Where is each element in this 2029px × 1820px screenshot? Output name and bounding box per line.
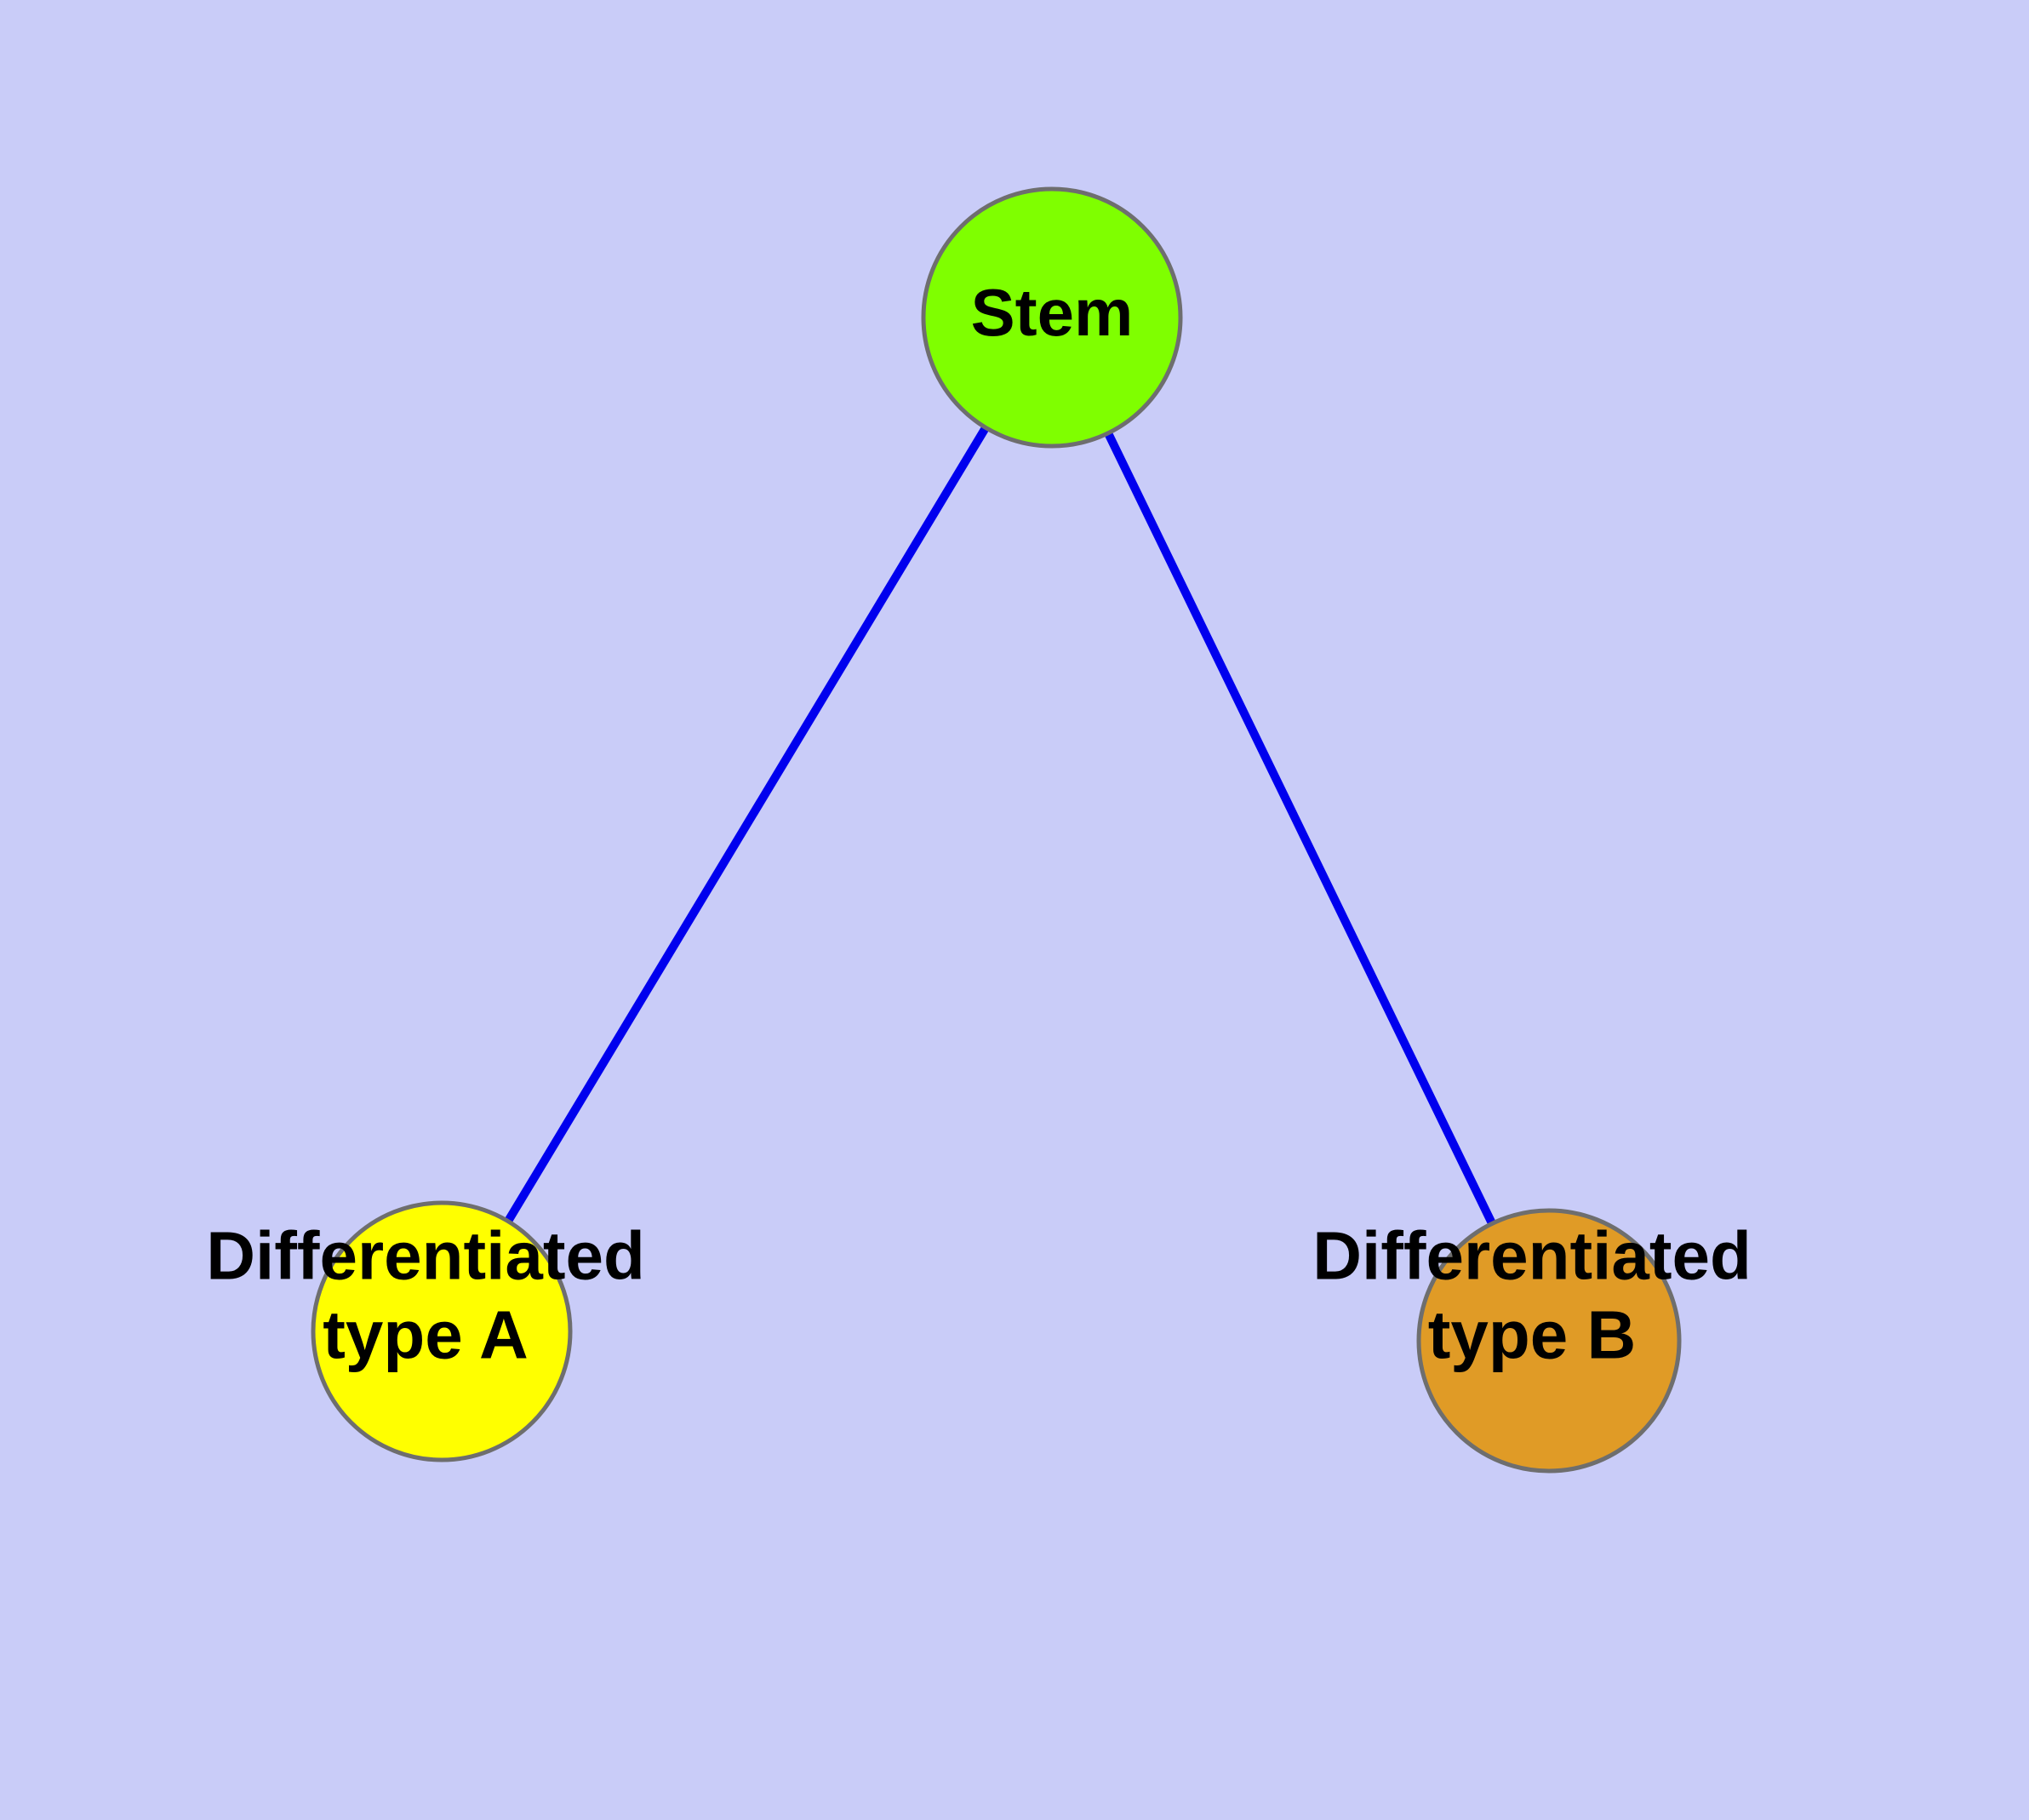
graph-node-diff_a[interactable]: [311, 1200, 573, 1462]
node-label-line: Stem: [971, 275, 1134, 350]
node-label-line: type A: [323, 1297, 529, 1373]
node-label-stem: Stem: [971, 275, 1134, 350]
node-label-line: Differentiated: [1312, 1218, 1752, 1294]
node-layer: [311, 186, 1682, 1474]
edge-layer: [437, 315, 1553, 1343]
graph-edge-stem-to-diff-a[interactable]: [437, 315, 1056, 1334]
node-label-line: Differentiated: [206, 1218, 645, 1294]
graph-node-diff_b[interactable]: [1416, 1208, 1682, 1474]
graph-node-stem[interactable]: [921, 186, 1183, 449]
node-label-line: type B: [1428, 1297, 1637, 1373]
graph-edge-stem-to-diff-b[interactable]: [1048, 315, 1553, 1343]
